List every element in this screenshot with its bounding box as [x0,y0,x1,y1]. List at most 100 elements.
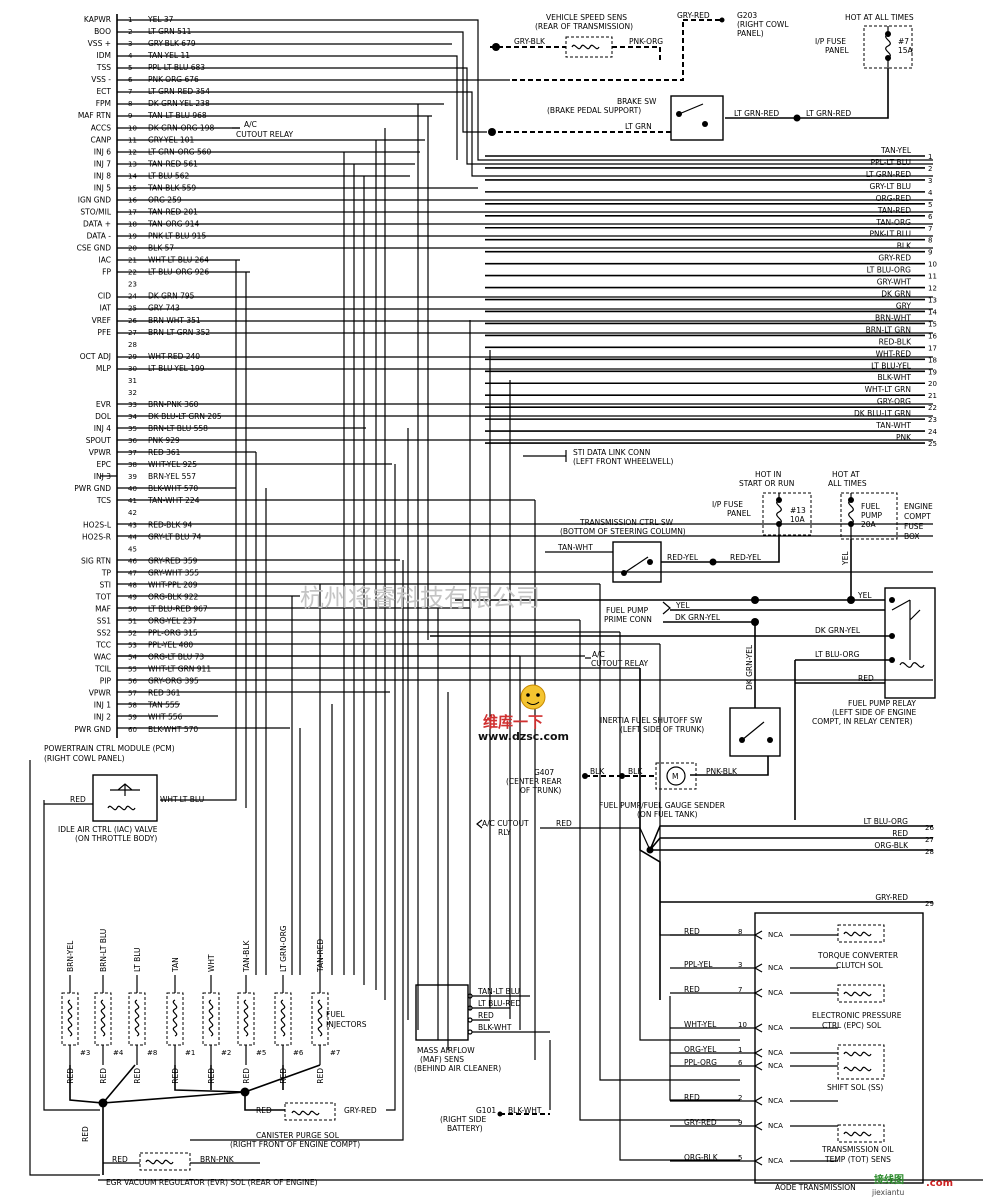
svg-text:BRN-PNK: BRN-PNK [200,1155,235,1164]
pin-function: INJ 3 [94,472,111,481]
pin-number: 22 [128,269,137,277]
pin-number: 46 [128,557,137,565]
svg-text:YEL: YEL [675,601,690,610]
svg-text:G203: G203 [737,11,757,20]
svg-text:FUSE: FUSE [904,522,924,531]
trans-wire-label: PPL-YEL [684,960,713,969]
pin-wire: WHT-YEL 925 [148,460,197,469]
ref-wire-label: GRY-RED [875,893,908,902]
trans-nca-label: NCA [768,1097,783,1105]
pin-wire: WHT 556 [148,713,183,722]
evr-solenoid: RED BRN-PNK EGR VACUUM REGULATOR (EVR) S… [103,1152,318,1187]
injector-wire-label: BRN-LT BLU [99,929,108,972]
pin-function: INJ 1 [94,701,111,710]
ac-cutout-relay-1: A/C CUTOUT RELAY [232,120,294,139]
ref-wire-number: 20 [928,380,937,388]
injector-coil [243,999,249,1037]
g203-ground: GRY-RED G203 (RIGHT COWL PANEL) [677,11,789,38]
pin-wire: RED 361 [148,689,181,698]
ref-wire-number: 21 [928,392,937,400]
svg-text:YEL: YEL [857,591,872,600]
ref-wire-label: LT GRN-RED [866,170,911,179]
pin-function: DATA + [83,220,111,229]
svg-text:(LEFT FRONT WHEELWELL): (LEFT FRONT WHEELWELL) [573,457,674,466]
svg-text:ALL TIMES: ALL TIMES [828,479,867,488]
svg-text:PNK-ORG: PNK-ORG [629,37,663,46]
svg-text:BLK-WHT: BLK-WHT [478,1023,512,1032]
svg-text:TAN-LT BLU: TAN-LT BLU [477,987,520,996]
ac-cutout-relay-2: A/C CUTOUT RELAY [117,650,649,668]
pin-number: 28 [128,341,137,349]
injector-number: #5 [256,1049,266,1057]
ref-wire-number: 26 [925,824,934,832]
ref-wire-label: ORG-RED [876,194,912,203]
svg-text:YEL: YEL [841,551,850,566]
pin-function: MAF [95,604,111,613]
ref-wire-number: 5 [928,201,932,209]
svg-text:RED: RED [256,1106,272,1115]
injector-body [202,992,220,1046]
svg-text:LT BLU-ORG: LT BLU-ORG [815,650,860,659]
svg-text:M: M [672,772,678,781]
injector-coil [280,999,286,1037]
injector-wire-label: TAN-RED [316,939,325,973]
mass-airflow-sensor: TAN-LT BLU LT BLU-RED RED BLK-WHT MASS A… [414,984,550,1073]
trans-nca-label: NCA [768,964,783,972]
pcm-title: POWERTRAIN CTRL MODULE (PCM) [44,744,175,753]
pin-function: HO2S-L [83,520,112,529]
canister-purge-solenoid: RED GRY-RED CANISTER PURGE SOL (RIGHT FR… [230,1102,377,1149]
trans-pin-wire [670,1048,838,1058]
svg-text:GRY-RED: GRY-RED [677,11,710,20]
svg-text:(LEFT SIDE OF ENGINE: (LEFT SIDE OF ENGINE [832,708,916,717]
pin-function: PFE [97,328,111,337]
ref-wire-label: TAN-YEL [880,146,912,155]
svg-text:LT GRN: LT GRN [625,122,652,131]
svg-text:RED: RED [70,795,86,804]
injector-red-label: RED [99,1068,108,1084]
pin-number: 34 [128,413,137,421]
ref-wire-number: 1 [928,153,932,161]
svg-text:BRAKE SW: BRAKE SW [617,97,657,106]
pin-wire: ORG-BLK 922 [148,592,199,601]
pin-function: FPM [96,99,111,108]
pin-function: HO2S-R [82,532,111,541]
pin-function: PIP [100,677,112,686]
injector-wire-label: WHT [207,954,216,972]
svg-text:TEMP (TOT) SENS: TEMP (TOT) SENS [824,1155,891,1164]
pcm-pin: 32 [128,389,137,397]
trans-nca-label: NCA [768,1024,783,1032]
svg-text:BLK: BLK [590,767,605,776]
ref-wire-number: 14 [928,308,937,316]
trans-pin-number: 2 [738,1094,742,1102]
trans-nca-label: NCA [768,989,783,997]
trans-pin-number: 7 [738,986,742,994]
pin-number: 44 [128,533,137,541]
injector-red-label: RED [242,1068,251,1084]
svg-text:CTRL (EPC) SOL: CTRL (EPC) SOL [822,1021,882,1030]
svg-text:A/C CUTOUT: A/C CUTOUT [482,819,529,828]
trans-pin-wire [670,930,838,940]
svg-text:(CENTER REAR: (CENTER REAR [506,777,562,786]
pin-number: 56 [128,678,137,686]
pin-wire: BRN-WHT 351 [148,316,201,325]
pin-wire: BLK-WHT 570 [148,725,198,734]
pin-function: TSS [96,63,111,72]
svg-text:RED: RED [81,1126,90,1142]
svg-text:PNK-BLK: PNK-BLK [706,767,738,776]
